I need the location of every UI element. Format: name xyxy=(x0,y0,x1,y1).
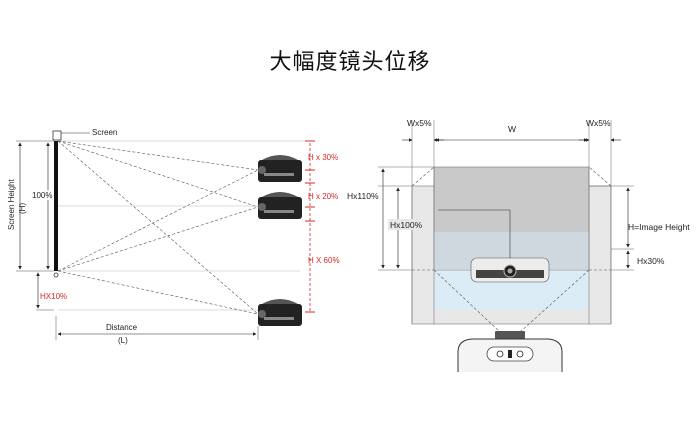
hx100-label: Hx100% xyxy=(390,220,423,230)
wx5-left-label: Wx5% xyxy=(407,118,432,128)
screen-bar xyxy=(54,141,58,271)
projector-bottom-view xyxy=(457,331,563,372)
projector-front xyxy=(470,257,550,283)
projector-top xyxy=(258,155,302,182)
wx5-right-label: Wx5% xyxy=(586,118,611,128)
hx30-left-label: H x 30% xyxy=(308,153,338,162)
hx30-right-label: Hx30% xyxy=(637,256,665,266)
hx110-label: Hx110% xyxy=(347,191,379,201)
hx20-label: H x 20% xyxy=(308,192,338,201)
screen-height-label: Screen Height xyxy=(7,179,16,230)
l-label: (L) xyxy=(118,336,128,345)
w-label: W xyxy=(508,124,516,134)
projector-bottom xyxy=(258,299,302,326)
h-image-height-label: H=Image Height xyxy=(628,222,690,232)
percent-100-label: 100% xyxy=(32,191,52,200)
lens-shift-range-diagram: Wx5% W Wx5% Hx110% Hx100% H=Image Height… xyxy=(346,118,690,372)
screen-label: Screen xyxy=(92,128,117,137)
throw-diagram: Screen Screen Height (H) 100% HX10% xyxy=(7,128,340,345)
hx10-label: HX10% xyxy=(40,292,67,301)
hx60-label: H X 60% xyxy=(308,256,340,265)
h-label: (H) xyxy=(18,203,27,214)
page-title: 大幅度镜头位移 xyxy=(269,50,431,75)
screen-top-box xyxy=(52,130,62,141)
projector-middle xyxy=(258,192,302,219)
distance-label: Distance xyxy=(106,323,138,332)
